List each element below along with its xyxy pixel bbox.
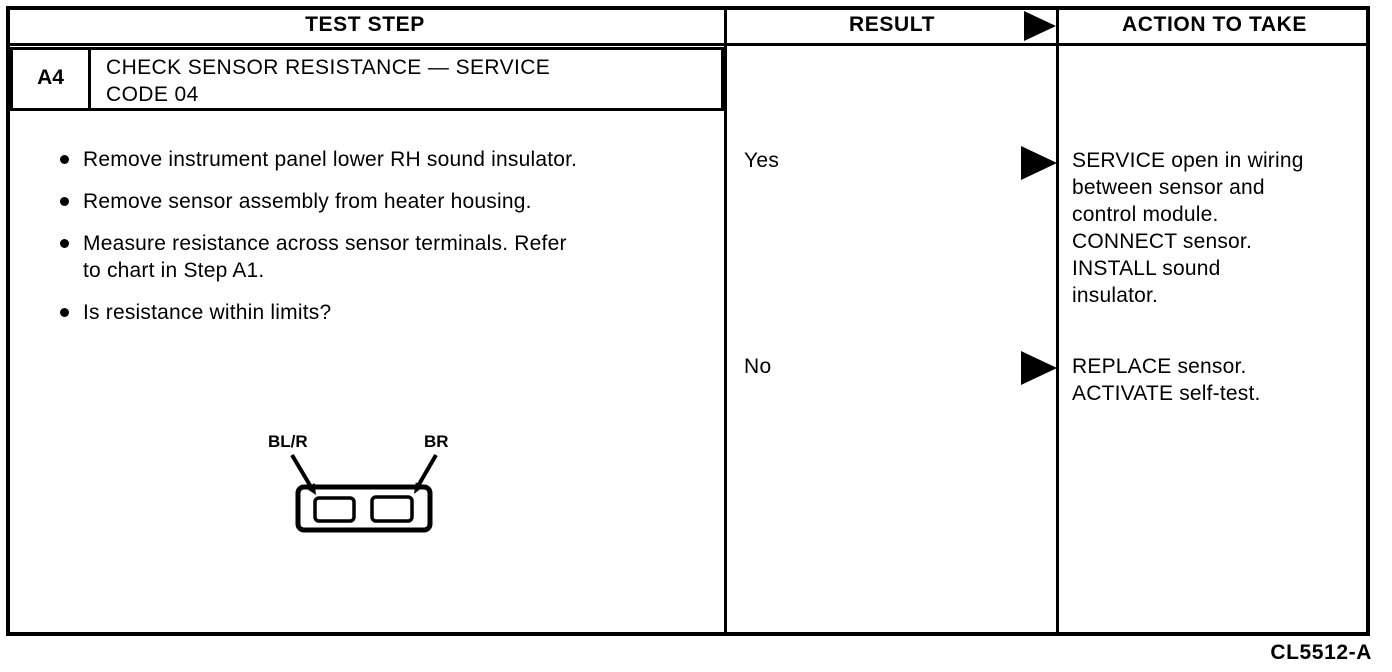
wire-pointer-arrowhead-blr: [306, 483, 316, 495]
test-instruction-item: Is resistance within limits?: [58, 299, 726, 326]
table-outer-border: [6, 6, 1370, 636]
header-test-step: TEST STEP: [305, 13, 425, 36]
wire-label-blr: BL/R: [268, 432, 308, 451]
column-divider-test-result: [724, 6, 727, 636]
header-underline: [6, 43, 1370, 46]
step-id-divider: [88, 50, 91, 108]
action-for-no: REPLACE sensor. ACTIVATE self-test.: [1072, 355, 1261, 405]
result-no-arrow-icon: [1021, 351, 1057, 385]
step-id: A4: [37, 66, 64, 89]
figure-code: CL5512-A: [1270, 641, 1372, 664]
result-header-arrow-icon: [1024, 11, 1056, 41]
test-instruction-item: Remove instrument panel lower RH sound i…: [58, 146, 726, 173]
terminal-left: [313, 496, 356, 523]
test-instruction-item: Measure resistance across sensor termina…: [58, 230, 726, 284]
wire-pointer-arrowhead-br: [414, 482, 424, 494]
test-instruction-item: Remove sensor assembly from heater housi…: [58, 188, 726, 215]
sensor-connector-diagram: BL/R BR: [268, 432, 449, 533]
wire-pointer-line-br: [416, 453, 438, 488]
step-header-box: A4 CHECK SENSOR RESISTANCE — SERVICE COD…: [10, 47, 724, 111]
terminal-right: [370, 495, 414, 523]
test-instructions-list: Remove instrument panel lower RH sound i…: [58, 146, 726, 341]
wire-label-br: BR: [424, 432, 449, 451]
step-title: CHECK SENSOR RESISTANCE — SERVICE CODE 0…: [106, 56, 551, 106]
column-divider-result-action: [1056, 6, 1059, 636]
action-for-yes: SERVICE open in wiring between sensor an…: [1072, 149, 1304, 307]
connector-outline: [295, 484, 433, 533]
result-yes-arrow-icon: [1021, 146, 1057, 180]
result-yes-label: Yes: [744, 149, 780, 172]
wire-pointer-line-blr: [290, 453, 313, 489]
result-no-label: No: [744, 355, 772, 378]
header-result: RESULT: [848, 13, 936, 36]
header-action-to-take: ACTION TO TAKE: [1122, 13, 1307, 36]
